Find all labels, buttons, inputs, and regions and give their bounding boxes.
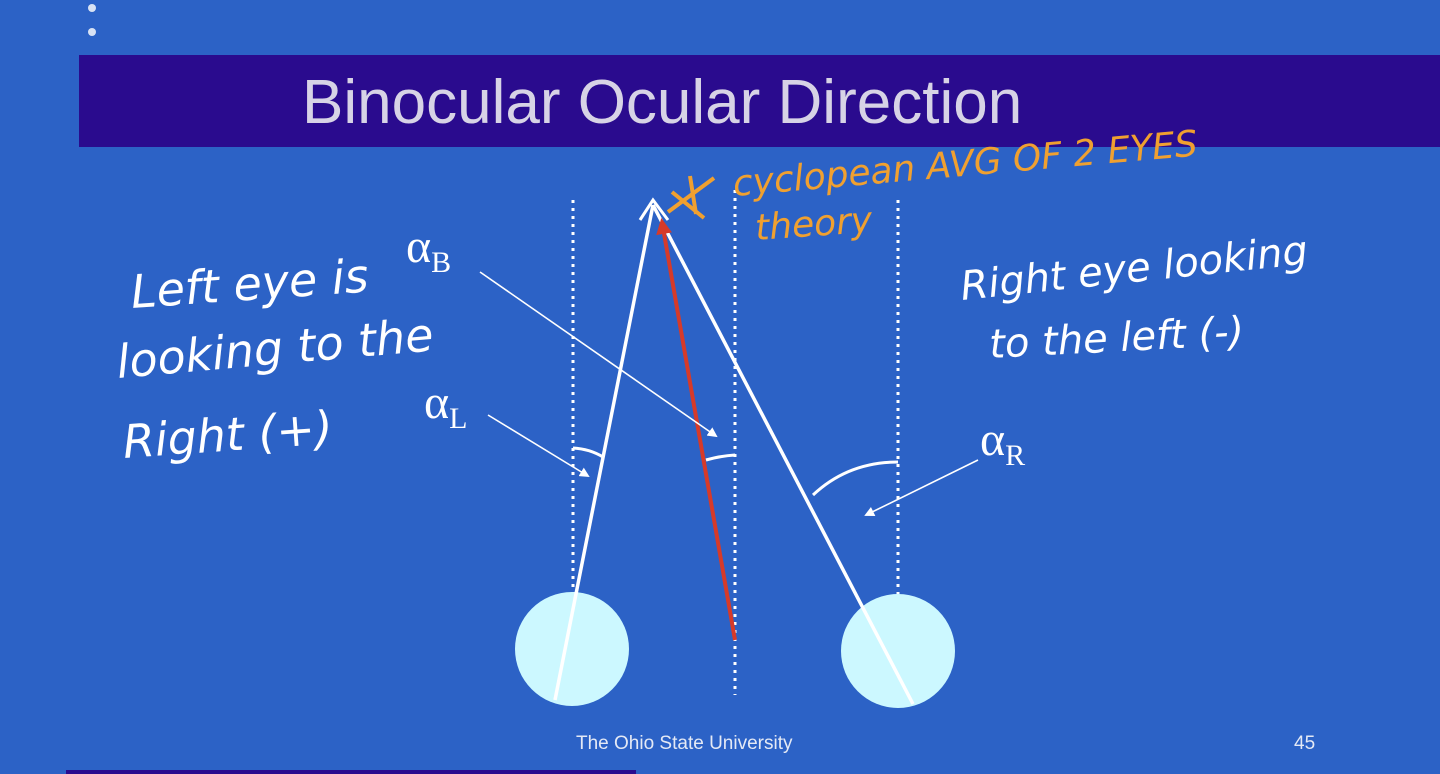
alpha-l-arc — [572, 446, 604, 459]
alpha-b-leader — [479, 271, 718, 438]
right-eye — [841, 594, 955, 708]
right-eye-note: Right eye looking to the left (-) — [958, 228, 1310, 368]
right-note-line-2: to the left (-) — [988, 309, 1245, 368]
alpha-r-leader — [864, 459, 979, 516]
left-note-line-2: looking to the — [114, 307, 435, 388]
bottom-accent-bar — [66, 770, 636, 774]
footer-institution: The Ohio State University — [576, 733, 793, 754]
title-bar — [79, 55, 1440, 147]
left-eye-note: Left eye is looking to the Right (+) — [114, 249, 435, 469]
left-eye-line-of-sight — [553, 204, 655, 701]
alpha-r-arc — [811, 460, 899, 497]
cyclopean-direction-line — [656, 218, 737, 641]
alpha-r-label: αR — [980, 413, 1025, 472]
alpha-b-label: αB — [406, 220, 451, 279]
alpha-l-label: αL — [424, 376, 467, 435]
alpha-l-leader — [487, 414, 590, 478]
alpha-b-arc — [705, 453, 736, 462]
cyclopean-note: cyclopean AVG OF 2 EYES theory — [666, 123, 1199, 249]
left-note-line-3: Right (+) — [121, 400, 334, 469]
fixation-point-arrowhead — [638, 197, 670, 221]
slide-page-number: 45 — [1294, 733, 1316, 754]
left-eye — [515, 592, 629, 706]
slide-title: Binocular Ocular Direction — [302, 68, 1023, 137]
right-note-line-1: Right eye looking — [958, 228, 1310, 310]
right-eye-line-of-sight — [651, 204, 915, 705]
left-note-line-1: Left eye is — [129, 249, 370, 319]
slide-bullet-dots — [86, 4, 98, 44]
cyclopean-note-line-2: theory — [754, 200, 874, 249]
star-icon — [666, 175, 716, 220]
cyclopean-note-line-1: cyclopean AVG OF 2 EYES — [731, 123, 1199, 204]
